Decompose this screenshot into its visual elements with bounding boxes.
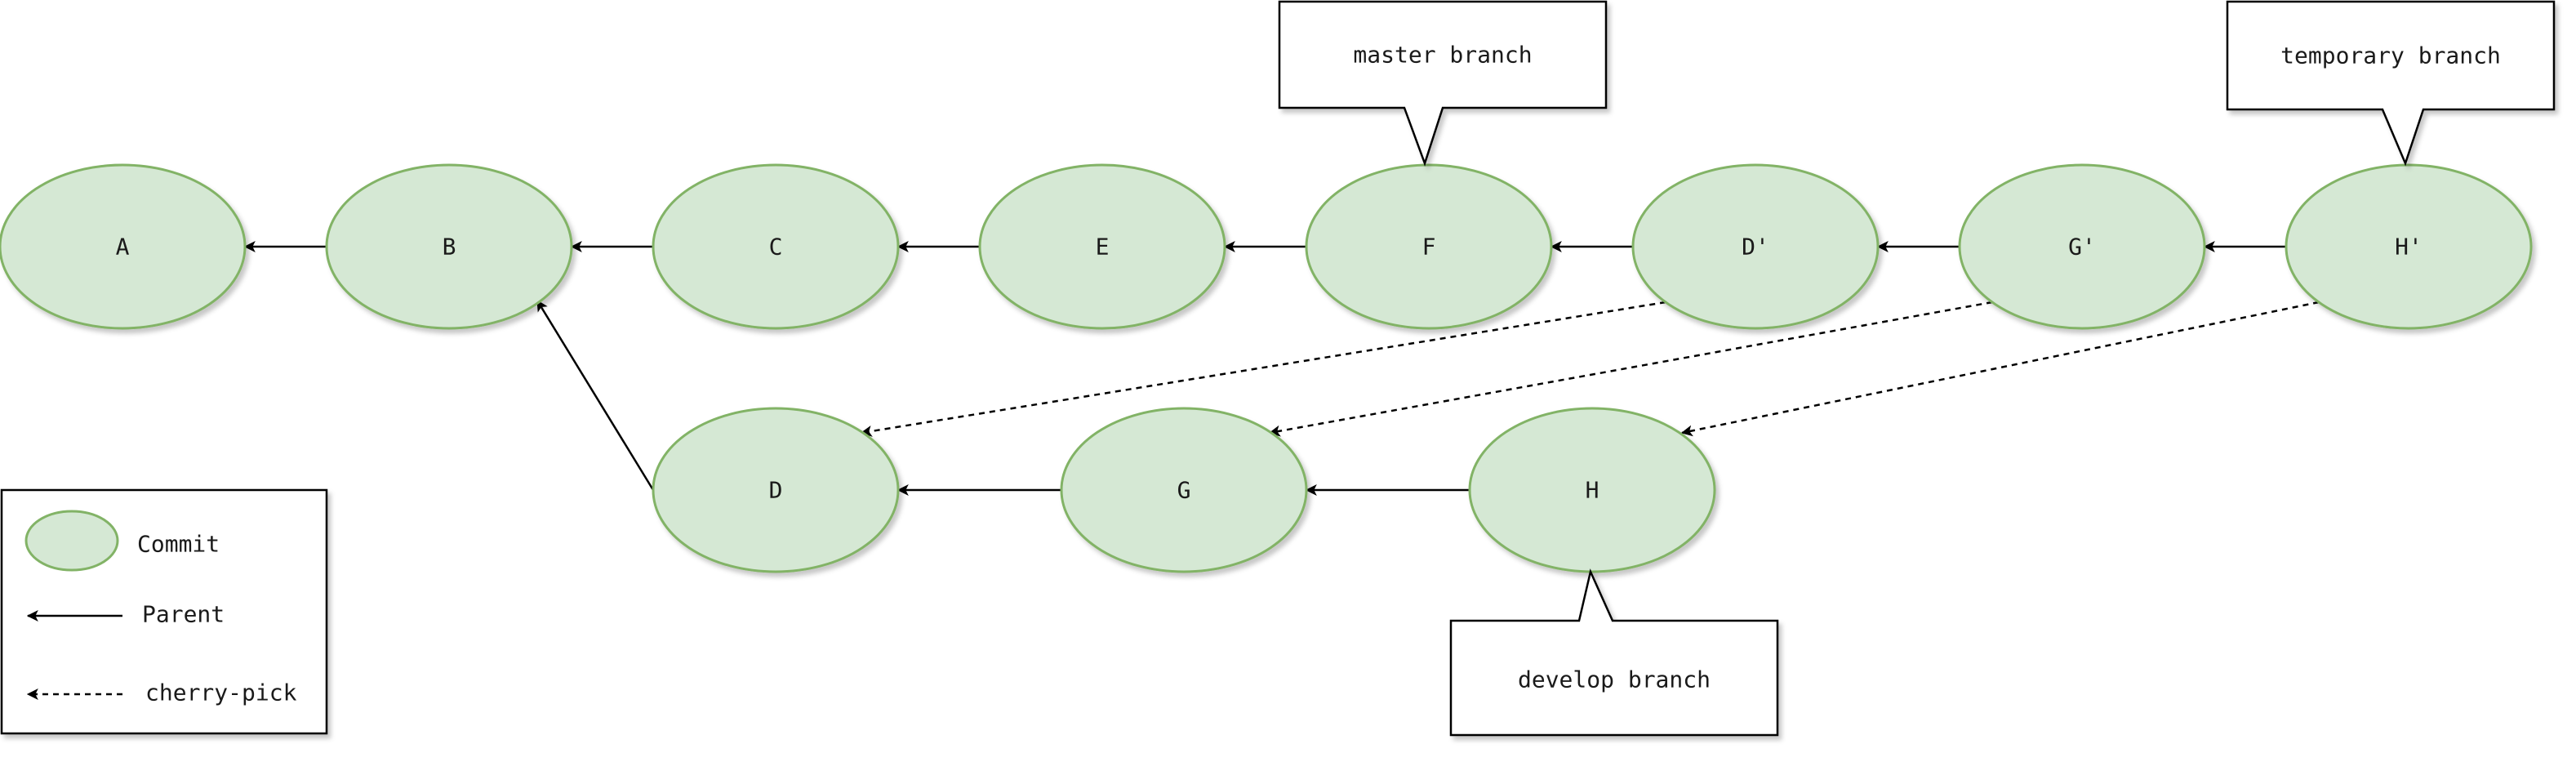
develop-branch-callout[interactable]: develop branch: [1449, 568, 1779, 737]
legend-commit-label: Commit: [137, 531, 220, 558]
commit-F-shape: [1305, 163, 1553, 330]
legend: Commit Parent cherry-pick: [0, 488, 328, 735]
develop-branch-label: develop branch: [1518, 666, 1711, 693]
commit-E-shape: [978, 163, 1226, 330]
commit-E[interactable]: E: [978, 163, 1226, 330]
commit-A-shape: [0, 163, 247, 330]
commit-H-label: H: [1586, 477, 1599, 504]
edge-D-to-B: [536, 300, 655, 491]
branch-callouts: master branch temporary branch develop b…: [1278, 0, 2556, 737]
cherry-pick-edges: [860, 301, 2320, 437]
master-branch-label: master branch: [1353, 42, 1532, 69]
parent-edges: [243, 241, 2286, 496]
commit-G[interactable]: G: [1060, 407, 1308, 573]
commit-D-prime-label: D': [1742, 234, 1769, 261]
commit-H-prime-label: H': [2395, 234, 2423, 261]
commit-F[interactable]: F: [1305, 163, 1553, 330]
temporary-branch-callout-shape: [2226, 0, 2556, 167]
commit-B-label: B: [443, 234, 456, 261]
commit-G-shape: [1060, 407, 1308, 573]
commit-G-prime-label: G': [2068, 234, 2096, 261]
commit-B-shape: [325, 163, 573, 330]
commit-D-prime-shape: [1631, 163, 1880, 330]
commit-C[interactable]: C: [652, 163, 900, 330]
legend-commit-swatch: [24, 510, 119, 572]
commit-A[interactable]: A: [0, 163, 247, 330]
commit-G-prime[interactable]: G': [1958, 163, 2206, 330]
master-branch-callout[interactable]: master branch: [1278, 0, 1608, 167]
legend-parent-label: Parent: [142, 601, 225, 628]
develop-branch-callout-shape: [1449, 568, 1779, 737]
cherry-Hp-to-H: [1680, 301, 2320, 437]
commit-D-label: D: [769, 477, 783, 504]
commit-A-label: A: [116, 234, 130, 261]
commit-C-label: C: [769, 234, 783, 261]
commit-G-label: G: [1177, 477, 1191, 504]
temporary-branch-label: temporary branch: [2280, 42, 2501, 69]
commit-C-shape: [652, 163, 900, 330]
commit-E-label: E: [1096, 234, 1110, 261]
cherry-Gp-to-G: [1268, 301, 1993, 437]
commit-H-prime[interactable]: H': [2285, 163, 2533, 330]
master-branch-callout-shape: [1278, 0, 1608, 167]
commit-F-label: F: [1422, 234, 1436, 261]
temporary-branch-callout[interactable]: temporary branch: [2226, 0, 2556, 167]
legend-cherry-pick-label: cherry-pick: [145, 680, 297, 706]
commit-D[interactable]: D: [652, 407, 900, 573]
commit-G-prime-shape: [1958, 163, 2206, 330]
cherry-Dp-to-D: [860, 301, 1666, 437]
commit-H[interactable]: H: [1468, 407, 1716, 573]
commit-H-prime-shape: [2285, 163, 2533, 330]
commit-B[interactable]: B: [325, 163, 573, 330]
commit-D-shape: [652, 407, 900, 573]
commit-H-shape: [1468, 407, 1716, 573]
commit-nodes: A B C E F D' G' H': [0, 163, 2533, 573]
commit-D-prime[interactable]: D': [1631, 163, 1880, 330]
